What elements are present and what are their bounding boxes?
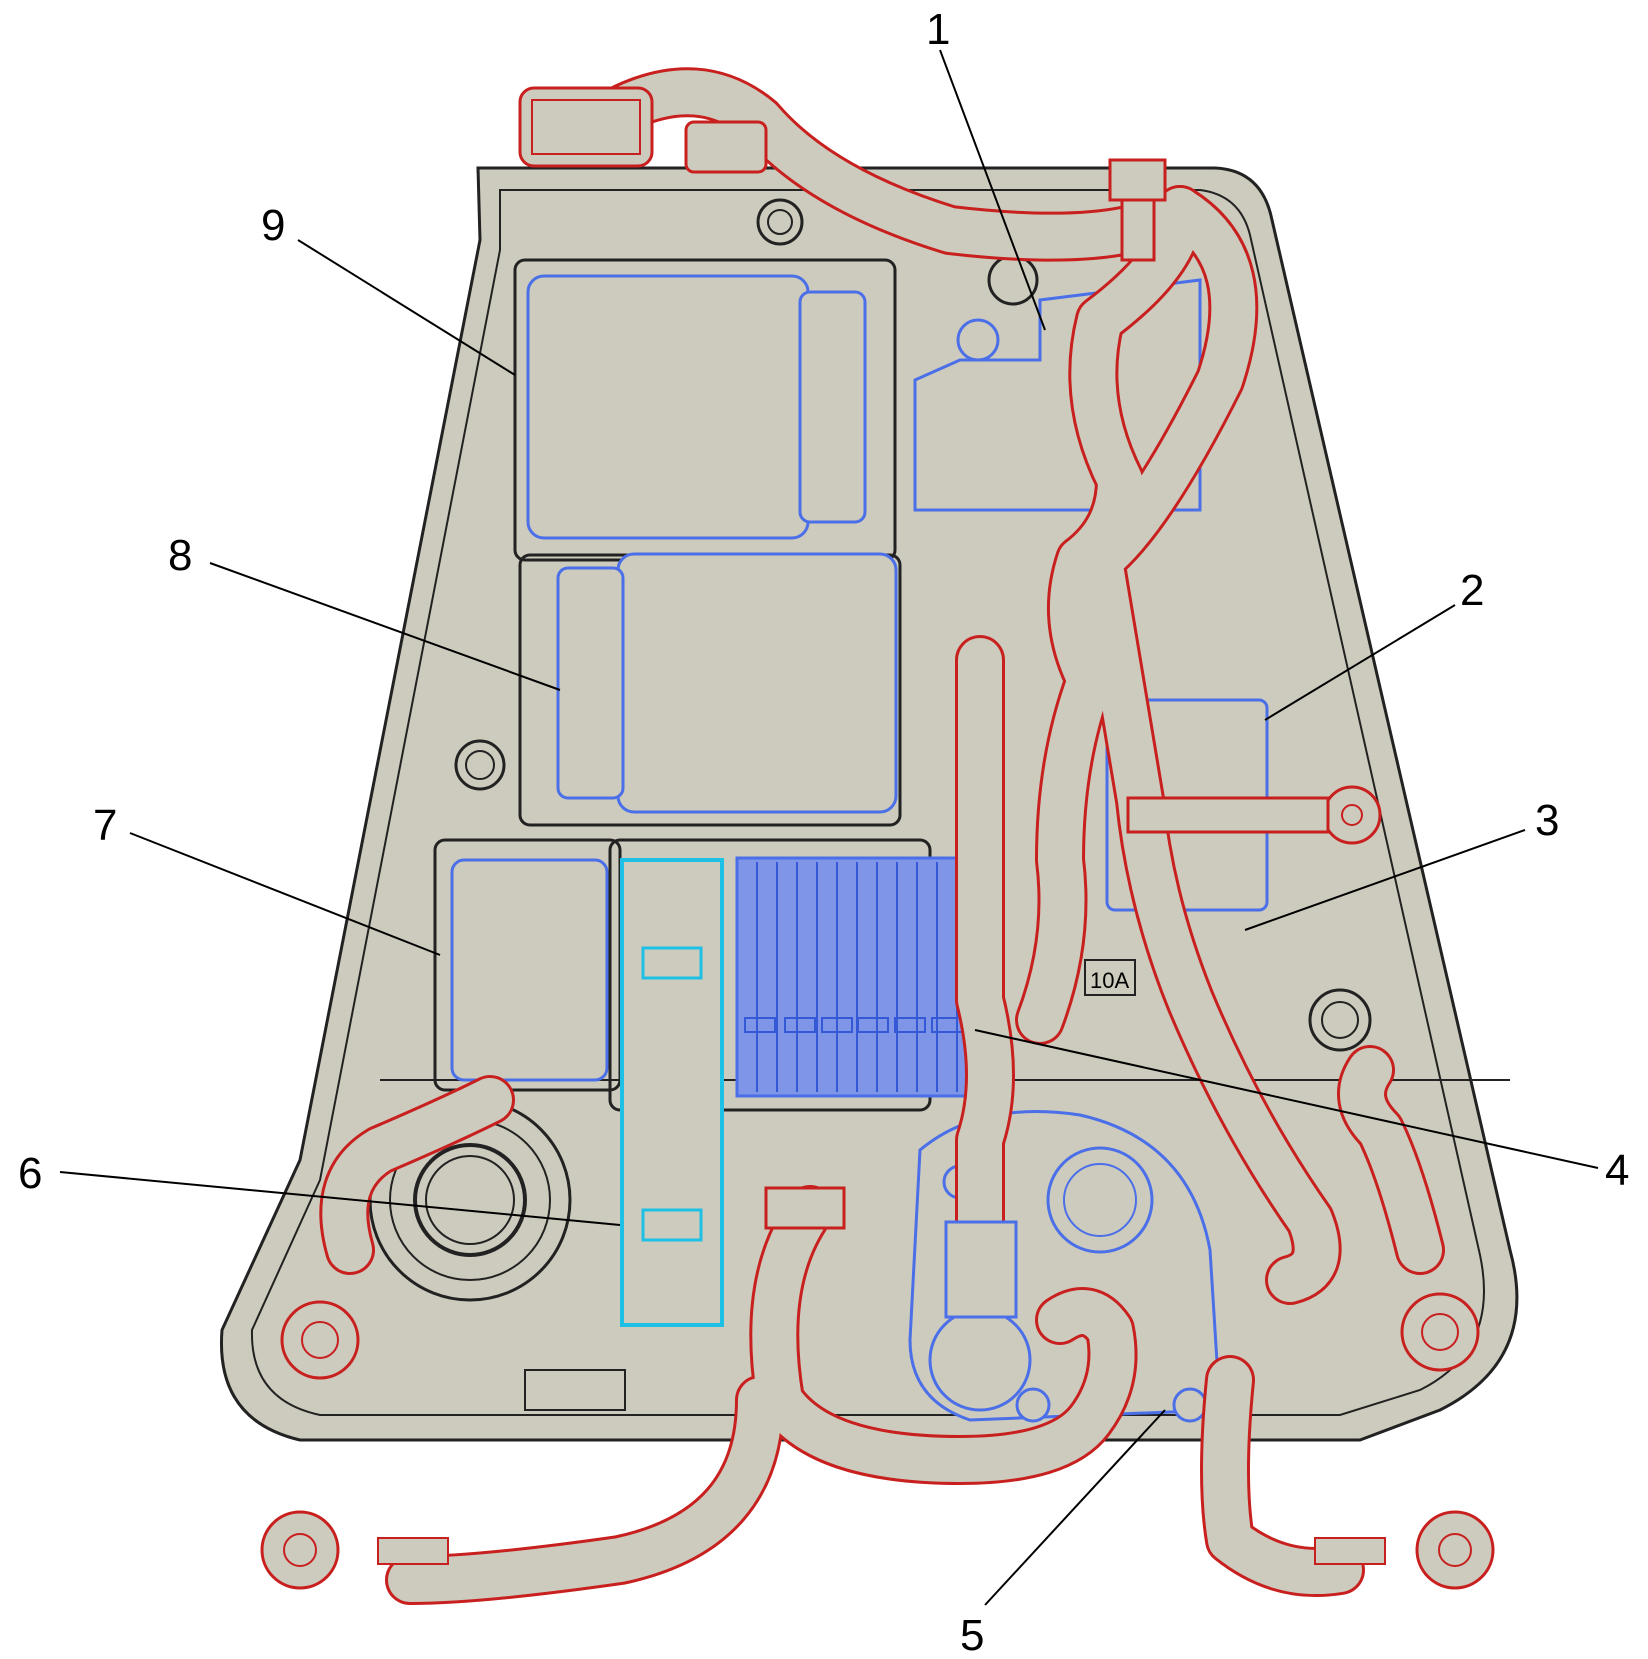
relay-7 [450,858,609,1082]
ring-terminal-stud-left [280,1300,360,1380]
connector-blue-bottom [944,1220,1018,1319]
callout-2: 2 [1460,566,1484,615]
callout-4: 4 [1605,1146,1629,1195]
callout-6: 6 [18,1149,42,1198]
callout-9: 9 [261,201,285,250]
callout-1: 1 [926,5,950,54]
wiring-harness [319,67,1445,1605]
callout-3: 3 [1535,796,1559,845]
relay-9 [526,274,867,540]
callout-8: 8 [168,531,192,580]
fuse-10a-label: 10A [1090,968,1129,993]
fuse-6 [620,858,724,1327]
connector-top-left [518,86,768,174]
ring-terminal-left [260,1510,449,1590]
relay-8 [556,552,898,814]
ring-terminal-mid-right [1126,785,1382,845]
fuse-10a [1084,959,1136,996]
fuse-strip-4 [735,856,974,1098]
ring-terminal-right [1314,1510,1495,1590]
ring-terminal-stud-right [1400,1292,1480,1372]
callout-5: 5 [960,1611,984,1659]
callout-7: 7 [93,801,117,850]
connector-top-right [1108,158,1167,262]
leader-lines [59,49,1599,1606]
connector-bottom-center [764,1186,846,1230]
